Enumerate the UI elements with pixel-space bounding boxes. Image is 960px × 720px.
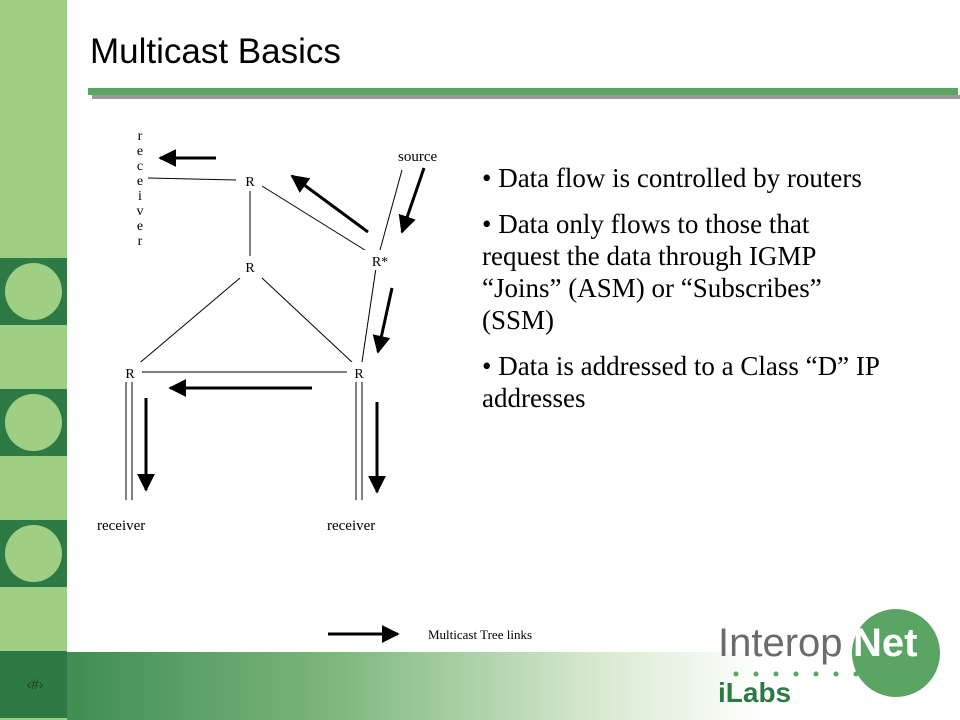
sidebar-circle-block — [0, 520, 67, 587]
router-node-label: R — [245, 261, 255, 276]
receiver-vertical-letter: v — [137, 204, 144, 219]
logo-sub-brand: iLabs — [718, 677, 791, 708]
link-rstar-rright — [361, 267, 377, 363]
sidebar-bottom-block — [0, 651, 67, 718]
slide-number: ‹#› — [26, 676, 44, 692]
router-node-bg — [238, 256, 262, 276]
bullet-item: • Data flow is controlled by routers — [482, 163, 862, 193]
bottom-gradient-band — [67, 652, 960, 720]
sidebar-circle — [5, 394, 62, 451]
tree-arrow-source-to-rstar — [398, 167, 426, 234]
bullet-item: • Data only flows to those that request … — [482, 209, 822, 335]
router-node-label: R — [125, 367, 135, 382]
link-rtop-rstar — [261, 185, 369, 253]
router-node-bg — [118, 362, 142, 382]
receiver-vertical-letter: e — [137, 174, 143, 189]
receiver-right-label: receiver — [327, 518, 375, 534]
logo-brand-part2: Net — [853, 621, 917, 665]
legend-label: Multicast Tree links — [428, 627, 532, 642]
router-node-label: R* — [372, 255, 388, 270]
tree-arrow-rstar-to-rtop — [290, 174, 369, 234]
tree-arrow-rstar-to-rright — [372, 287, 394, 354]
page-title: Multicast Basics — [90, 32, 341, 71]
interopnet-ilabs-logo: Interop Net iLabs — [718, 609, 940, 708]
sidebar-circle-block — [0, 389, 67, 456]
receiver-vertical-letter: e — [137, 219, 143, 234]
receiver-vertical-letter: r — [138, 129, 143, 144]
router-node-bg — [347, 362, 371, 382]
link-receiver-rtop — [147, 177, 237, 181]
router-node-label: R — [354, 367, 364, 382]
receiver-vertical-letter: r — [138, 234, 143, 249]
router-node-bg — [238, 170, 262, 190]
logo-brand-part1: Interop — [718, 621, 843, 665]
bullet-list: • Data flow is controlled by routers • D… — [482, 162, 892, 428]
sidebar-circle-block — [0, 258, 67, 325]
sidebar-circle — [5, 525, 62, 582]
receiver-vertical-letter: c — [137, 159, 143, 174]
source-label: source — [398, 149, 437, 165]
left-sidebar — [0, 0, 67, 720]
link-source-rstar — [379, 169, 403, 251]
title-rule-shadow — [92, 95, 960, 99]
link-rmid-rright — [261, 277, 355, 365]
title-rule — [88, 88, 958, 95]
receiver-vertical-letter: i — [138, 189, 142, 204]
sidebar-circle — [5, 263, 62, 320]
bullet-item: • Data is addressed to a Class “D” IP ad… — [482, 351, 879, 413]
link-rmid-rleft — [135, 277, 241, 367]
router-node-label: R — [245, 175, 255, 190]
router-node-bg — [364, 250, 396, 270]
logo-dots — [733, 671, 919, 677]
receiver-left-label: receiver — [97, 518, 145, 534]
receiver-vertical-letter: e — [137, 144, 143, 159]
